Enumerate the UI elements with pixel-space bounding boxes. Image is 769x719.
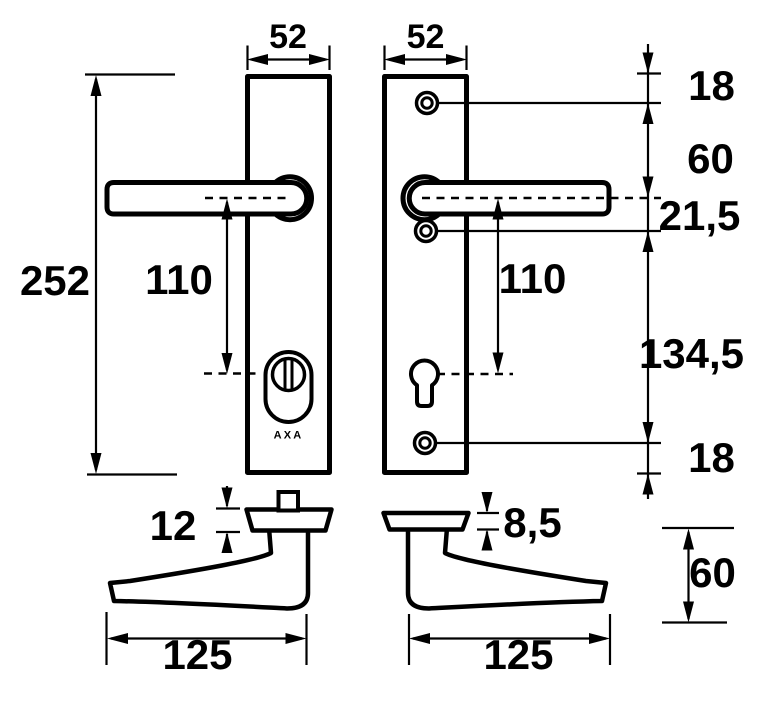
dim-label-plate-width-right: 52 bbox=[407, 18, 445, 56]
dim-label-handle-length-right: 125 bbox=[483, 631, 553, 678]
side-view-left-handle bbox=[107, 490, 334, 611]
right-handle bbox=[400, 174, 612, 223]
cylinder-guard-core bbox=[270, 356, 307, 393]
dim-label-handle-axis-right: 110 bbox=[499, 255, 567, 302]
front-view-left-plate: AXA bbox=[104, 74, 332, 475]
dim-label-thickness-left: 12 bbox=[150, 502, 197, 549]
euro-cylinder-keyhole bbox=[409, 358, 440, 408]
spindle-square bbox=[276, 490, 300, 513]
dim-label-screw-to-handle: 60 bbox=[687, 135, 734, 182]
left-side-lever bbox=[107, 525, 311, 611]
brand-label: AXA bbox=[274, 430, 304, 442]
cylinder-guard bbox=[263, 350, 314, 424]
right-side-lever bbox=[405, 525, 609, 611]
dim-label-screw-to-screw: 134,5 bbox=[639, 330, 744, 377]
screw-hole-bottom bbox=[412, 430, 438, 456]
front-view-right-plate bbox=[382, 74, 612, 475]
right-side-plate-section bbox=[381, 510, 471, 532]
dim-label-handle-projection: 60 bbox=[689, 549, 736, 596]
dimension-lines bbox=[90, 44, 694, 644]
screw-hole-middle bbox=[413, 218, 439, 244]
dim-label-top-to-screw: 18 bbox=[688, 62, 735, 109]
dim-label-plate-height: 252 bbox=[20, 257, 90, 304]
right-plate-outline bbox=[382, 74, 469, 475]
side-view-right-handle bbox=[381, 510, 609, 611]
screw-hole-top bbox=[414, 90, 440, 116]
reference-lines bbox=[85, 45, 734, 665]
centerlines bbox=[204, 196, 661, 376]
dim-label-handle-to-screw: 21,5 bbox=[659, 192, 741, 239]
left-side-plate-section bbox=[244, 507, 334, 533]
dim-label-thickness-right: 8,5 bbox=[503, 499, 561, 546]
dim-label-screw-to-bottom: 18 bbox=[688, 434, 735, 481]
dim-label-plate-width-left: 52 bbox=[269, 18, 307, 56]
cylinder-slot-icon bbox=[283, 360, 294, 390]
dim-label-handle-length-left: 125 bbox=[162, 631, 232, 678]
dim-label-handle-axis-left: 110 bbox=[145, 256, 213, 303]
